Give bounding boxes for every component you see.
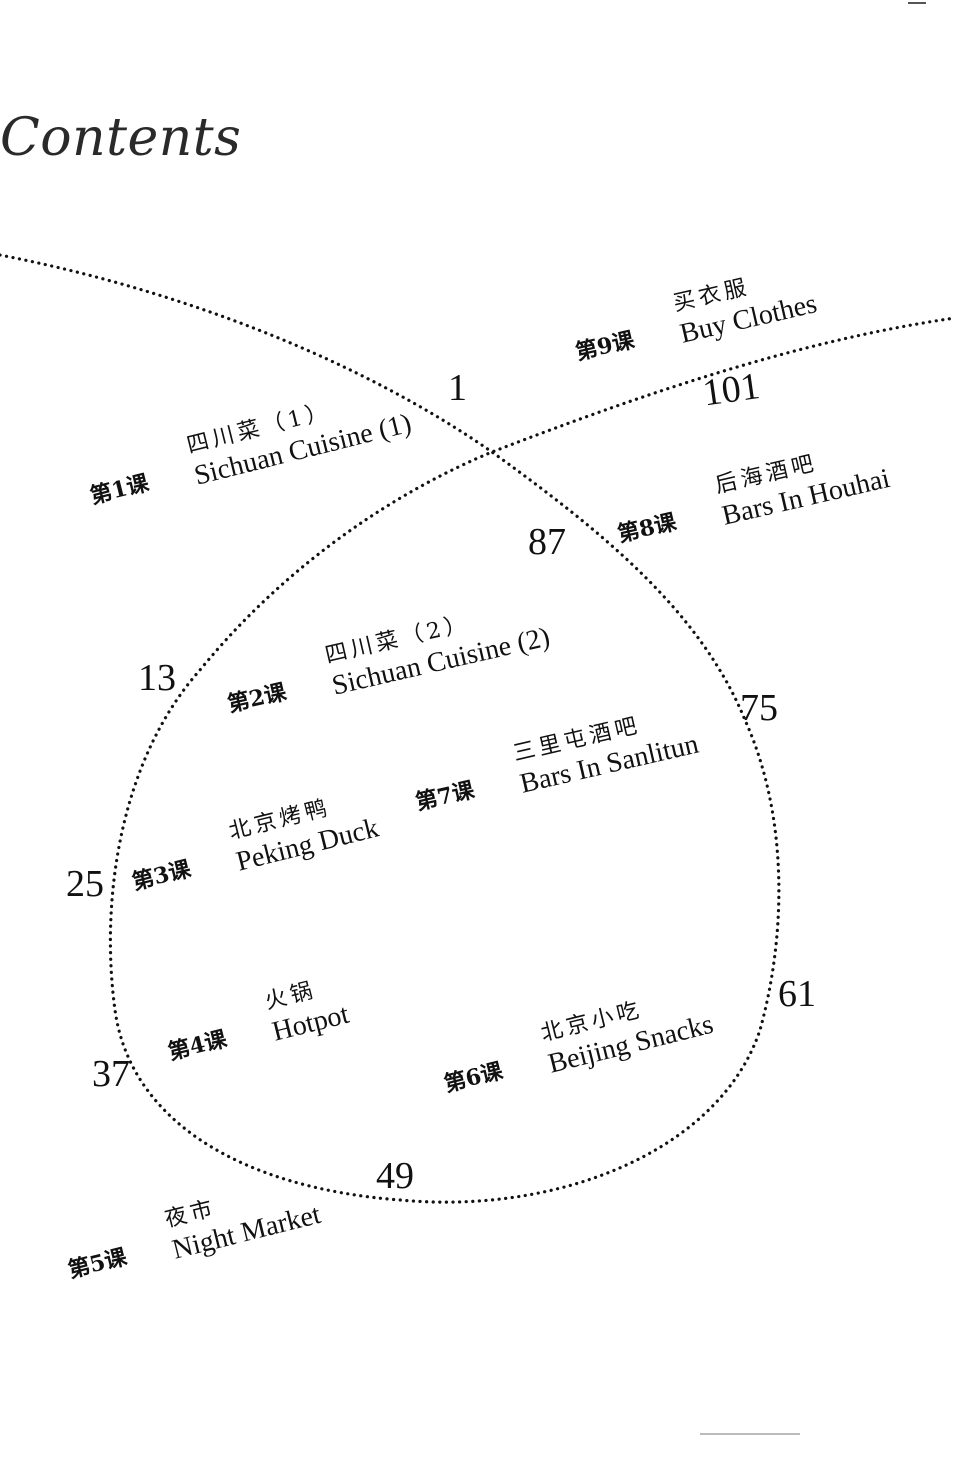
page-number-87[interactable]: 87	[528, 521, 566, 563]
scan-artifact-top	[908, 2, 926, 4]
page-number-13[interactable]: 13	[138, 657, 176, 699]
page-number-37[interactable]: 37	[92, 1053, 130, 1095]
page-number-49[interactable]: 49	[376, 1155, 414, 1197]
page-number-101[interactable]: 101	[700, 365, 763, 415]
page-number-25[interactable]: 25	[66, 863, 104, 905]
page-title: Contents	[0, 108, 242, 168]
scan-artifact-bottom	[700, 1433, 800, 1435]
page-number-1[interactable]: 1	[448, 367, 467, 409]
page-number-75[interactable]: 75	[740, 687, 778, 729]
page-number-61[interactable]: 61	[778, 973, 816, 1015]
